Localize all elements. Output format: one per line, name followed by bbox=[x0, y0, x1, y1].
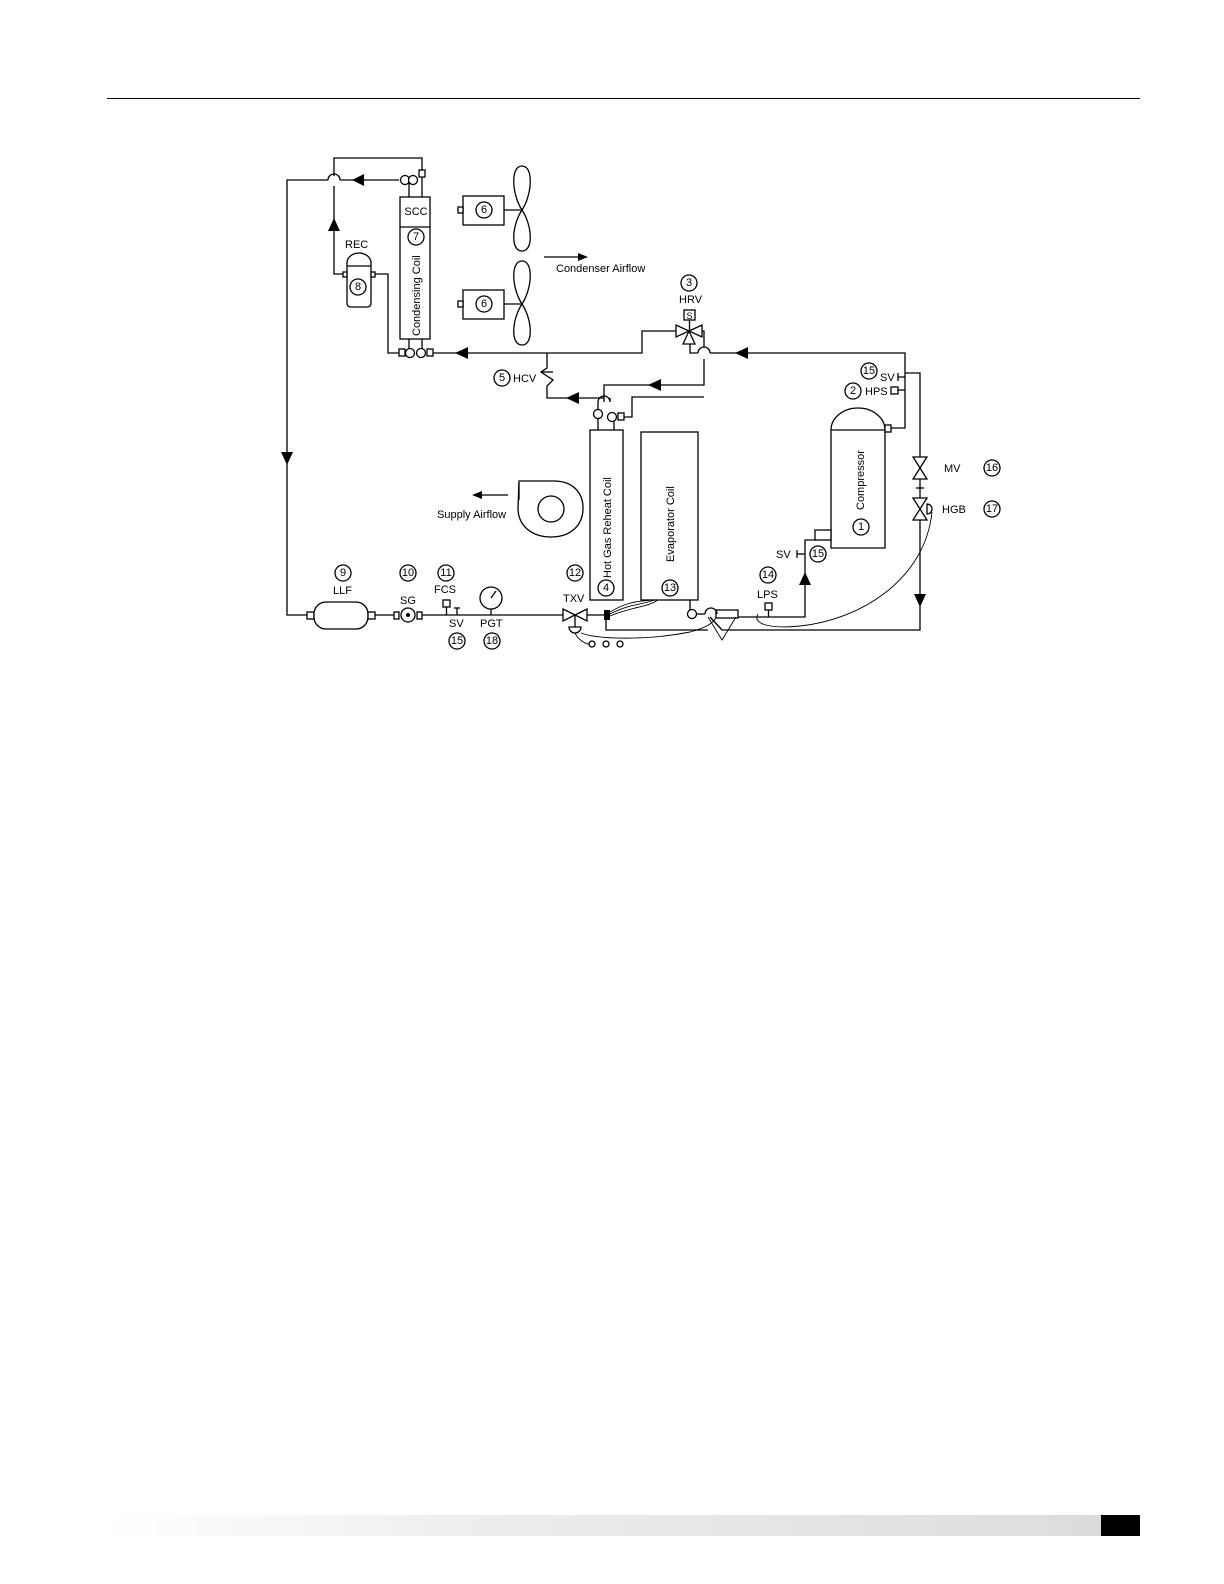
lps-number: 14 bbox=[762, 569, 774, 581]
discharge-service-valve: 15 SV bbox=[861, 363, 905, 384]
hrv-label: HRV bbox=[679, 294, 703, 306]
hcv-number: 5 bbox=[499, 372, 505, 384]
lps-label: LPS bbox=[757, 589, 778, 601]
mv-label: MV bbox=[944, 463, 961, 475]
hrv-number: 3 bbox=[686, 277, 692, 289]
condensing-coil-number: 7 bbox=[413, 231, 419, 243]
footer-gradient-bar bbox=[107, 1515, 1101, 1536]
liquid-sv-number: 15 bbox=[451, 635, 463, 647]
fcs-number: 11 bbox=[440, 567, 451, 579]
suction-service-valve: SV 15 bbox=[776, 546, 826, 562]
hot-gas-check-valve: 5 HCV bbox=[494, 353, 604, 404]
high-pressure-switch: 2 HPS bbox=[845, 383, 905, 399]
evaporator-number: 13 bbox=[664, 582, 676, 594]
hot-gas-discharge-line bbox=[433, 331, 905, 402]
rec-label: REC bbox=[345, 239, 368, 251]
fan-lower-number: 6 bbox=[481, 298, 487, 310]
condenser-fan-upper: 6 bbox=[458, 166, 530, 251]
liquid-line-bottom: 9 LLF 10 SG 11 FCS SV 15 PGT 18 bbox=[307, 565, 563, 649]
condensing-coil-label: Condensing Coil bbox=[411, 255, 423, 336]
condenser-airflow-label: Condenser Airflow bbox=[556, 263, 645, 275]
condenser-fan-lower: 6 bbox=[458, 261, 530, 345]
compressor-label: Compressor bbox=[855, 450, 867, 510]
pgt-number: 18 bbox=[486, 635, 498, 647]
receiver-number: 8 bbox=[355, 281, 361, 293]
suction-sv-number: 15 bbox=[812, 548, 824, 560]
mv-number: 16 bbox=[986, 462, 998, 474]
reheat-coil-label: Hot Gas Reheat Coil bbox=[602, 477, 614, 578]
sg-label: SG bbox=[400, 595, 416, 607]
discharge-sv-label: SV bbox=[880, 372, 895, 384]
hrv-solenoid-label: S bbox=[686, 311, 692, 321]
evaporator-coil-label: Evaporator Coil bbox=[665, 486, 677, 562]
txv-label: TXV bbox=[563, 593, 585, 605]
pgt-label: PGT bbox=[480, 618, 503, 630]
hps-number: 2 bbox=[850, 385, 856, 397]
discharge-sv-number: 15 bbox=[863, 365, 875, 377]
supply-blower: Supply Airflow bbox=[437, 481, 583, 537]
condensing-coil: SCC 7 Condensing Coil bbox=[399, 170, 433, 358]
sg-number: 10 bbox=[402, 567, 414, 579]
evaporator-coil: 13 Evaporator Coil bbox=[641, 432, 705, 619]
reheat-coil-number: 4 bbox=[603, 582, 609, 594]
receiver: REC 8 bbox=[343, 239, 399, 353]
liquid-sv-label: SV bbox=[449, 618, 464, 630]
llf-label: LLF bbox=[333, 585, 352, 597]
fan-upper-number: 6 bbox=[481, 204, 487, 216]
hgb-number: 17 bbox=[986, 503, 998, 515]
compressor: 1 Compressor bbox=[722, 373, 905, 617]
supply-airflow-label: Supply Airflow bbox=[437, 509, 506, 521]
footer-page-block bbox=[1101, 1515, 1140, 1536]
condenser-airflow-arrow: Condenser Airflow bbox=[544, 253, 645, 275]
fcs-label: FCS bbox=[434, 584, 456, 596]
hcv-label: HCV bbox=[513, 373, 537, 385]
scc-label: SCC bbox=[404, 206, 427, 218]
txv-number: 12 bbox=[569, 567, 581, 579]
compressor-number: 1 bbox=[858, 521, 864, 533]
llf-number: 9 bbox=[340, 567, 346, 579]
heat-reclaim-valve: 3 HRV S bbox=[676, 275, 703, 344]
low-pressure-switch: 14 LPS bbox=[757, 567, 778, 617]
hgb-label: HGB bbox=[942, 504, 966, 516]
suction-sv-label: SV bbox=[776, 549, 791, 561]
hps-label: HPS bbox=[865, 386, 888, 398]
